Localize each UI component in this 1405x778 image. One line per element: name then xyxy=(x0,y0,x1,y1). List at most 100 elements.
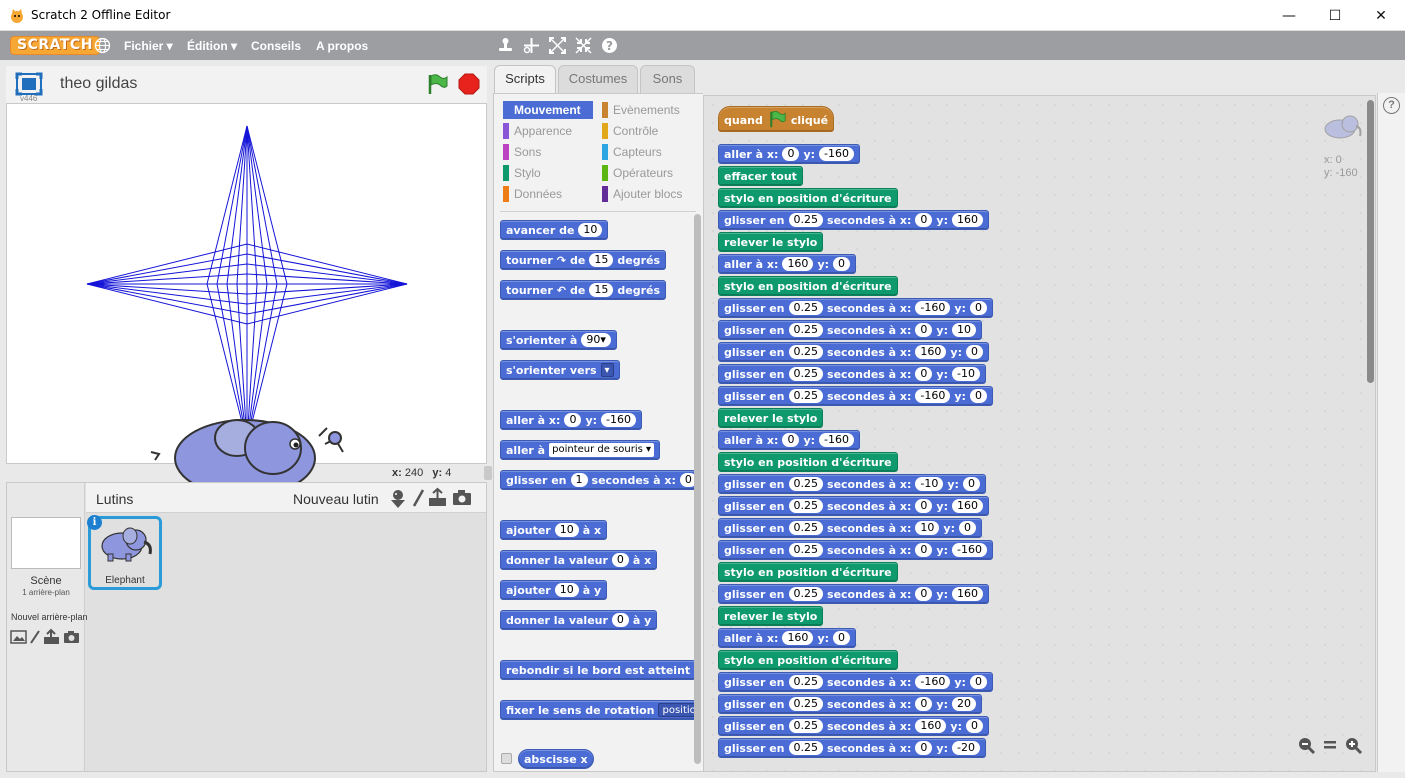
block-input[interactable]: 0 xyxy=(915,587,933,601)
block-input[interactable]: 0.25 xyxy=(788,477,824,491)
collapse-stage-handle[interactable] xyxy=(484,466,492,480)
block-input[interactable]: 0 xyxy=(611,613,629,627)
block-input[interactable]: 0 xyxy=(915,213,933,227)
block-input[interactable]: 0 xyxy=(915,323,933,337)
block-input[interactable]: 20 xyxy=(951,697,976,711)
block-point-direction[interactable]: s'orienter à 90▾ xyxy=(500,330,617,350)
block-input[interactable]: 160 xyxy=(915,345,947,359)
block-dropdown[interactable]: positio xyxy=(658,703,700,717)
menu-about[interactable]: A propos xyxy=(316,39,369,53)
zoom-in-icon[interactable] xyxy=(1344,736,1363,755)
block-input[interactable]: -20 xyxy=(951,741,980,755)
block-x-position[interactable]: abscisse x xyxy=(518,749,594,769)
block-input[interactable]: 0 xyxy=(915,367,933,381)
block-input[interactable]: 0 xyxy=(611,553,629,567)
block-input[interactable]: 0.25 xyxy=(788,587,824,601)
block-input[interactable]: 160 xyxy=(951,587,983,601)
block-input[interactable]: -160 xyxy=(915,389,951,403)
backdrop-library-icon[interactable] xyxy=(10,630,27,644)
block-input[interactable]: 0.25 xyxy=(788,697,824,711)
block-input[interactable]: -10 xyxy=(951,367,980,381)
block-input[interactable]: 0 xyxy=(965,345,983,359)
block-input[interactable]: 90▾ xyxy=(581,333,611,347)
block-input[interactable]: -160 xyxy=(915,675,951,689)
info-icon[interactable]: i xyxy=(87,515,102,530)
palette-scrollbar[interactable] xyxy=(694,214,701,764)
script-block[interactable]: stylo en position d'écriture xyxy=(718,452,898,472)
block-input[interactable]: 0 xyxy=(833,631,851,645)
block-input[interactable]: 160 xyxy=(951,499,983,513)
block-input[interactable]: 0 xyxy=(915,543,933,557)
block-input[interactable]: 0.25 xyxy=(788,521,824,535)
block-input[interactable]: 10 xyxy=(951,323,976,337)
block-bounce[interactable]: rebondir si le bord est atteint xyxy=(500,660,697,680)
help-tips-icon[interactable]: ? xyxy=(1383,97,1400,114)
camera-sprite-icon[interactable] xyxy=(453,490,471,505)
block-rotation-style[interactable]: fixer le sens de rotation positio xyxy=(500,700,700,720)
block-input[interactable]: 0 xyxy=(915,697,933,711)
camera-backdrop-icon[interactable] xyxy=(64,631,79,643)
tab-scripts[interactable]: Scripts xyxy=(494,65,556,95)
block-input[interactable]: 0 xyxy=(958,521,976,535)
green-flag-icon[interactable] xyxy=(426,73,448,95)
block-input[interactable]: 160 xyxy=(782,257,814,271)
paint-sprite-icon[interactable] xyxy=(412,489,425,507)
category-events[interactable]: Evènements xyxy=(602,101,692,119)
block-input[interactable]: 0.25 xyxy=(788,367,824,381)
category-operators[interactable]: Opérateurs xyxy=(602,164,692,182)
script-block[interactable]: effacer tout xyxy=(718,166,803,186)
close-button[interactable]: ✕ xyxy=(1375,7,1387,24)
presentation-mode-icon[interactable] xyxy=(15,72,43,96)
zoom-out-icon[interactable] xyxy=(1297,736,1316,755)
block-input[interactable]: 0 xyxy=(965,719,983,733)
stop-icon[interactable] xyxy=(458,73,480,95)
stage-thumbnail[interactable] xyxy=(11,517,81,569)
block-input[interactable]: 0 xyxy=(915,741,933,755)
script-block[interactable]: stylo en position d'écriture xyxy=(718,562,898,582)
menu-tips[interactable]: Conseils xyxy=(251,39,302,53)
elephant-sprite[interactable] xyxy=(145,408,355,497)
block-input[interactable]: 0.25 xyxy=(788,499,824,513)
tab-costumes[interactable]: Costumes xyxy=(558,65,638,93)
block-input[interactable]: 0 xyxy=(679,473,697,487)
block-input[interactable]: 0 xyxy=(782,433,800,447)
block-set-y[interactable]: donner la valeur 0 à y xyxy=(500,610,658,630)
script-block[interactable]: relever le stylo xyxy=(718,232,824,252)
block-input[interactable]: 0 xyxy=(782,147,800,161)
block-input[interactable]: 1 xyxy=(570,473,588,487)
shrink-icon[interactable] xyxy=(575,37,592,54)
block-input[interactable]: 0.25 xyxy=(788,301,824,315)
block-input[interactable]: 0 xyxy=(969,675,987,689)
tab-sounds[interactable]: Sons xyxy=(640,65,695,93)
block-input[interactable]: 0 xyxy=(962,477,980,491)
block-dropdown[interactable]: ▾ xyxy=(600,363,614,377)
help-icon[interactable]: ? xyxy=(601,37,618,54)
block-goto[interactable]: aller à pointeur de souris ▾ xyxy=(500,440,661,460)
block-input[interactable]: 0.25 xyxy=(788,543,824,557)
category-motion[interactable]: Mouvement xyxy=(503,101,593,119)
block-move[interactable]: avancer de 10 xyxy=(500,220,609,240)
project-name[interactable]: theo gildas xyxy=(60,75,138,92)
grow-icon[interactable] xyxy=(549,37,566,54)
category-data[interactable]: Données xyxy=(503,185,593,203)
globe-icon[interactable] xyxy=(94,37,111,54)
block-input[interactable]: 160 xyxy=(782,631,814,645)
category-sensing[interactable]: Capteurs xyxy=(602,143,692,161)
block-change-y[interactable]: ajouter 10 à y xyxy=(500,580,608,600)
block-input[interactable]: 0 xyxy=(969,301,987,315)
block-input[interactable]: -160 xyxy=(915,301,951,315)
block-input[interactable]: 10 xyxy=(554,583,579,597)
maximize-button[interactable]: ☐ xyxy=(1328,7,1342,24)
duplicate-stamp-icon[interactable] xyxy=(497,37,514,54)
